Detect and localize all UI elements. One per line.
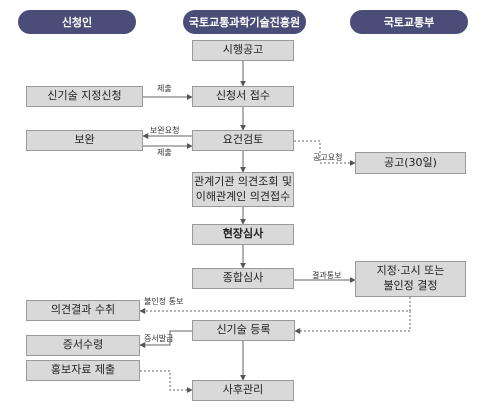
step-receive-certificate: 증서수령 xyxy=(26,335,140,356)
step-register-tech: 신기술 등록 xyxy=(192,320,295,341)
step-receive-application: 신청서 접수 xyxy=(192,86,294,107)
edge-label-rejection-notice: 불인정 통보 xyxy=(144,297,184,306)
step-opinion-collection-line2: 이해관계인 의견접수 xyxy=(195,189,291,203)
edge-label-submit: 제출 xyxy=(157,84,172,93)
step-site-inspection: 현장심사 xyxy=(192,224,294,245)
arrow-notice-request xyxy=(294,140,356,166)
step-receive-result: 의견결과 수취 xyxy=(26,300,140,321)
step-public-notice: 공고(30일) xyxy=(355,152,466,174)
step-supplement: 보완 xyxy=(26,130,143,151)
edge-label-supplement-request: 보완요청 xyxy=(150,126,180,135)
arrow-promo-to-post xyxy=(140,370,193,393)
step-designation-notice-line2: 불인정 결정 xyxy=(383,279,438,292)
step-opinion-collection-line1: 관계기관 의견조회 및 xyxy=(193,174,293,188)
step-announce: 시행공고 xyxy=(192,40,294,61)
edge-label-submit-2: 제출 xyxy=(157,148,172,157)
step-submit-promo: 홍보자료 제출 xyxy=(26,360,140,381)
edge-label-result-notify: 결과통보 xyxy=(312,271,342,280)
step-post-management: 사후관리 xyxy=(192,380,294,401)
edge-label-notice-request: 공고요청 xyxy=(313,153,343,162)
step-review-requirements: 요건검토 xyxy=(192,130,294,151)
step-designation-request: 신기술 지정신청 xyxy=(26,86,143,107)
lane-header-ministry: 국토교통부 xyxy=(350,10,468,34)
edge-label-certificate-issue: 증서발급 xyxy=(144,334,174,343)
lane-header-agency: 국토교통과학기술진흥원 xyxy=(183,10,306,34)
step-designation-notice-line1: 지정·고시 또는 xyxy=(376,264,445,278)
lane-header-applicant: 신청인 xyxy=(18,10,136,34)
step-designation-notice: 지정·고시 또는 불인정 결정 xyxy=(355,261,466,297)
step-overall-review: 종합심사 xyxy=(192,268,294,289)
arrow-certificate-issue xyxy=(139,330,192,348)
step-opinion-collection: 관계기관 의견조회 및 이해관계인 의견접수 xyxy=(192,172,294,207)
